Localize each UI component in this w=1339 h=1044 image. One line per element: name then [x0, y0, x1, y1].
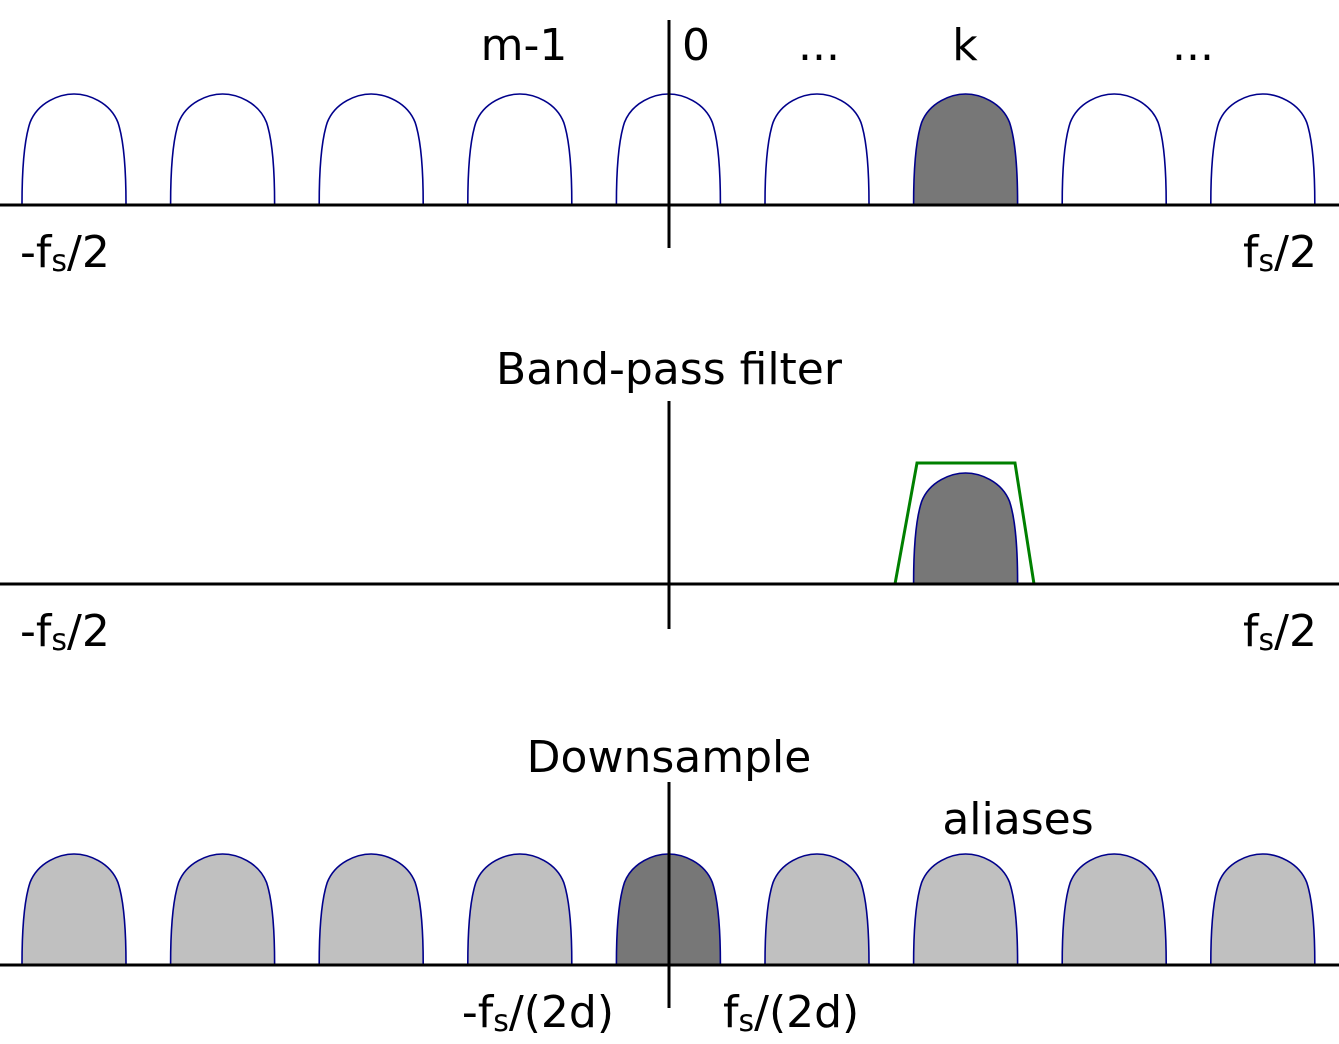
channel-lobe-5 — [764, 853, 870, 965]
channel-lobe-3 — [467, 93, 573, 205]
downsampled-edge-left-label: -fs/(2d) — [462, 987, 614, 1039]
channel-lobe-2 — [318, 93, 424, 205]
channel-label-ellipsis-right: ... — [1172, 20, 1214, 71]
channel-lobe-8 — [1210, 93, 1316, 205]
channel-lobe-7 — [1061, 853, 1167, 965]
bandpass-filter-response — [893, 461, 1036, 585]
band-edge-right-label: fs/2 — [1243, 606, 1317, 658]
channel-lobe-7 — [1061, 93, 1167, 205]
channel-lobe-1 — [169, 93, 276, 205]
selected-channel-lobe — [912, 472, 1019, 584]
band-edge-left-label: -fs/2 — [20, 227, 110, 279]
channel-label-m-minus-1: m-1 — [481, 20, 568, 71]
aliases-label: aliases — [942, 794, 1093, 845]
band-edge-left-label: -fs/2 — [20, 606, 110, 658]
panel-downsample: Downsample aliases -fs/(2d) fs/(2d) — [0, 732, 1339, 1039]
band-edge-right-label: fs/2 — [1243, 227, 1317, 279]
channel-label-ellipsis-mid: ... — [798, 20, 840, 71]
alias-lobes — [21, 853, 1316, 965]
downsampled-edge-right-label: fs/(2d) — [723, 987, 859, 1039]
channel-lobe-6 — [912, 853, 1019, 965]
channel-lobe-1 — [169, 853, 276, 965]
channel-label-k: k — [952, 20, 978, 71]
panel-channels: m-1 0 ... k ... -fs/2 fs/2 — [0, 20, 1339, 279]
downsample-title: Downsample — [527, 732, 812, 783]
channel-lobe-0 — [21, 853, 127, 965]
channel-lobe-0 — [21, 93, 127, 205]
channel-lobe-5 — [764, 93, 870, 205]
channel-lobe-3 — [467, 853, 573, 965]
channel-lobe-6 — [912, 93, 1019, 205]
channel-lobe-6 — [912, 472, 1019, 584]
panel-bandpass: Band-pass filter -fs/2 fs/2 — [0, 344, 1339, 658]
channel-lobe-2 — [318, 853, 424, 965]
bandpass-title: Band-pass filter — [496, 344, 843, 395]
channel-lobe-8 — [1210, 853, 1316, 965]
channel-label-zero: 0 — [682, 20, 710, 71]
